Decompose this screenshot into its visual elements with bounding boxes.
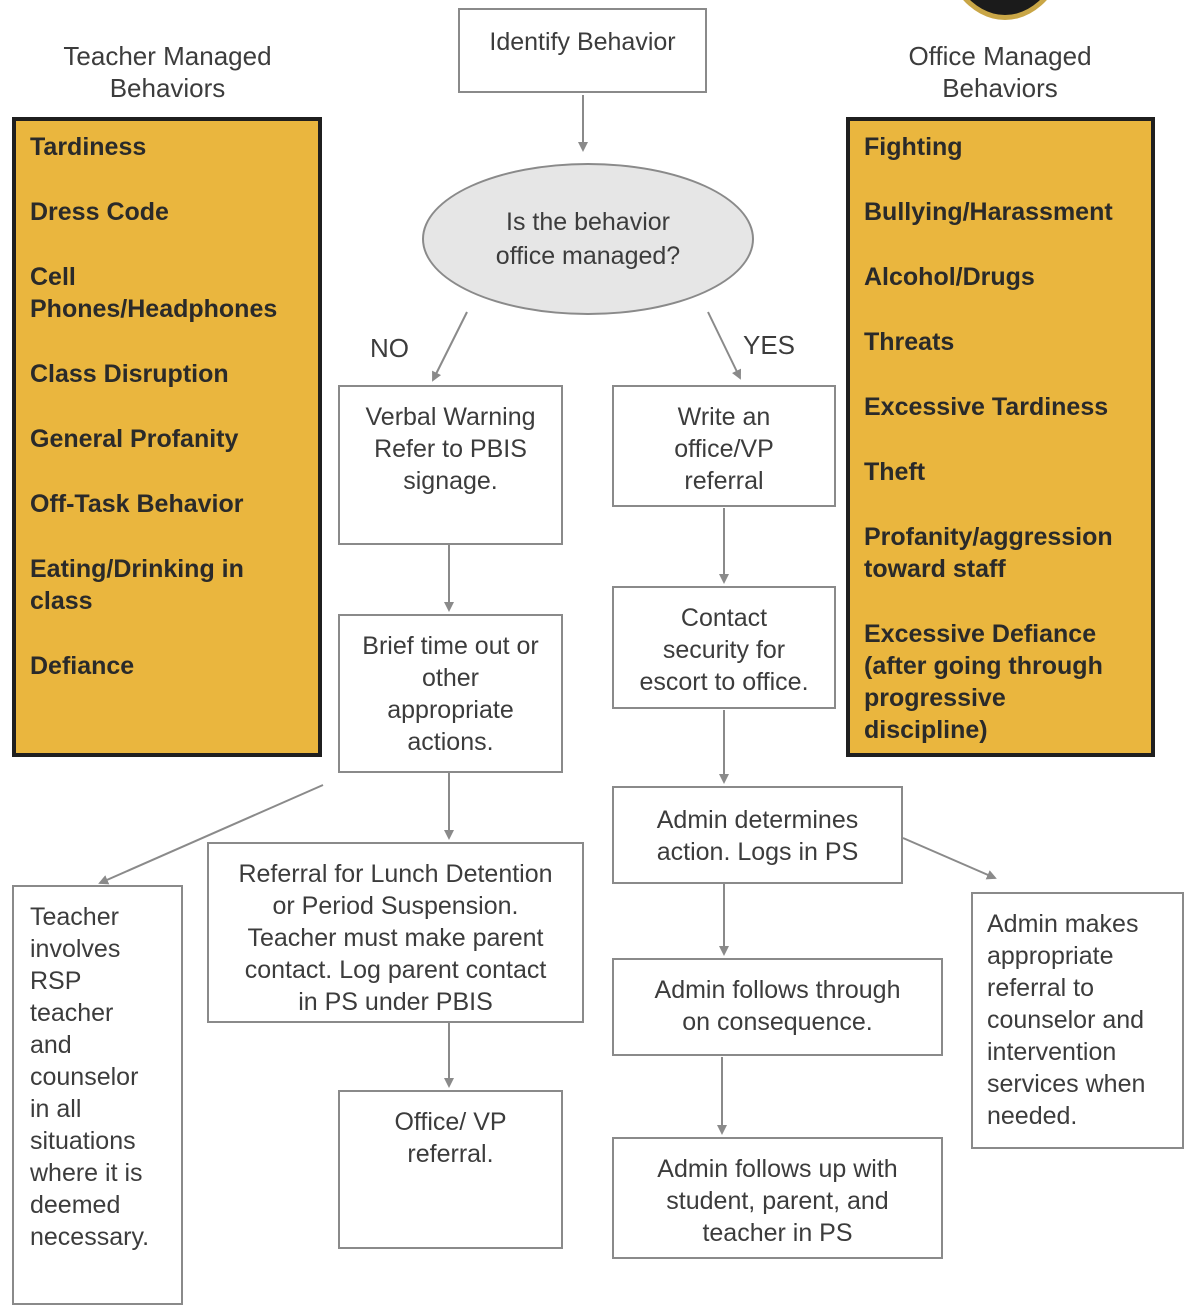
office-behavior-item: Excessive Tardiness [864,393,1109,421]
teacher-behavior-item: Cell Phones/Headphones [30,263,278,323]
time-out-text: Brief time out or other appropriate acti… [362,632,539,756]
office-behavior-item: Fighting [864,133,963,161]
office-behavior-item: Theft [864,458,926,486]
teacher-behavior-item: Eating/Drinking in class [30,555,244,615]
lunch-detention-box: Referral for Lunch Detention or Period S… [207,842,584,1023]
office-vp-referral-box: Office/ VP referral. [338,1090,563,1249]
admin-follows-through-box: Admin follows through on consequence. [612,958,943,1056]
decision-office-managed: Is the behavior office managed? [422,163,754,315]
teacher-behavior-item: Tardiness [30,133,147,161]
admin-follows-through-text: Admin follows through on consequence. [654,976,901,1036]
office-behavior-item: Alcohol/Drugs [864,263,1035,291]
no-label: NO [370,333,409,363]
teacher-behavior-item: Off-Task Behavior [30,490,244,518]
teacher-behavior-item: Class Disruption [30,360,229,388]
office-behavior-item: Threats [864,328,955,356]
admin-determines-text: Admin determines action. Logs in PS [656,806,859,866]
arrow-decision-to-yes [707,311,742,380]
admin-determines-box: Admin determines action. Logs in PS [612,786,903,884]
office-managed-heading: Office Managed Behaviors [908,41,1092,103]
teacher-behavior-item: General Profanity [30,425,239,453]
yes-label: YES [743,330,796,360]
teacher-behavior-item: Dress Code [30,198,169,226]
contact-security-box: Contact security for escort to office. [612,586,836,709]
write-referral-text: Write an office/VP referral [674,403,774,495]
admin-referral-box: Admin makes appropriate referral to coun… [971,892,1184,1149]
teacher-behavior-item: Defiance [30,652,135,680]
verbal-warning-box: Verbal Warning Refer to PBIS signage. [338,385,563,545]
teacher-involves-text: Teacher involves RSP teacher and counsel… [30,903,150,1251]
arrow-decision-to-no [432,311,468,382]
teacher-involves-box: Teacher involves RSP teacher and counsel… [12,885,183,1305]
identify-behavior-text: Identify Behavior [489,28,676,56]
office-behavior-item: Profanity/aggression toward staff [864,523,1113,583]
identify-behavior-box: Identify Behavior [458,8,707,93]
write-referral-box: Write an office/VP referral [612,385,836,507]
teacher-managed-heading: Teacher Managed Behaviors [63,41,272,103]
arrow-determines-to-admin-referral [902,837,997,880]
time-out-box: Brief time out or other appropriate acti… [338,614,563,773]
admin-follows-up-box: Admin follows up with student, parent, a… [612,1137,943,1259]
office-behavior-item: Bullying/Harassment [864,198,1113,226]
admin-referral-text: Admin makes appropriate referral to coun… [987,910,1146,1130]
decision-text: Is the behavior office managed? [495,208,681,270]
admin-follows-up-text: Admin follows up with student, parent, a… [657,1155,898,1247]
office-vp-referral-text: Office/ VP referral. [394,1108,507,1168]
arrow-timeout-to-teacher-involves [98,784,324,885]
lunch-detention-text: Referral for Lunch Detention or Period S… [238,860,553,1016]
contact-security-text: Contact security for escort to office. [639,604,809,696]
verbal-warning-text: Verbal Warning Refer to PBIS signage. [365,403,536,495]
office-behavior-item: Excessive Defiance (after going through … [864,620,1103,744]
